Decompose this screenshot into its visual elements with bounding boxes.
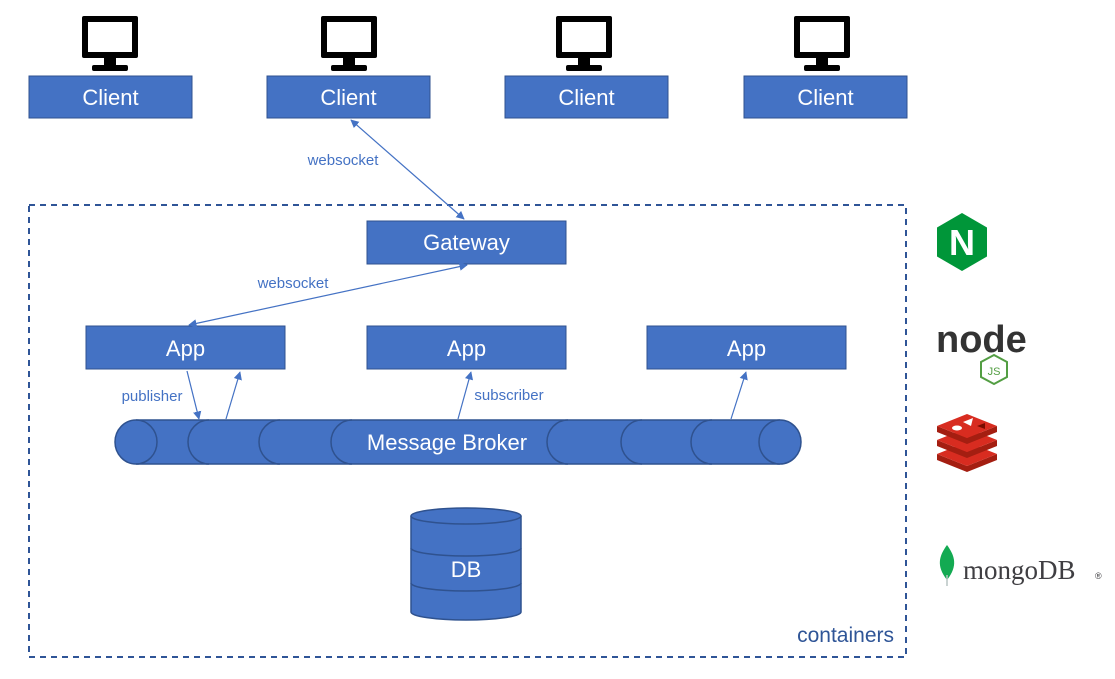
broker-segment	[258, 419, 281, 465]
subscriber-edge-label: subscriber	[474, 387, 543, 404]
client-label: Client	[320, 85, 376, 110]
nginx-logo-icon: N	[937, 213, 987, 271]
mongodb-logo-text: mongoDB	[963, 555, 1076, 585]
mongodb-registered-mark: ®	[1095, 571, 1102, 581]
broker-pipe-left-cap	[114, 419, 158, 465]
gateway-label: Gateway	[423, 230, 510, 255]
app-label: App	[727, 336, 766, 361]
app-node-1: App	[85, 325, 286, 370]
nodejs-logo-icon: node JS	[936, 319, 1027, 386]
app-box	[646, 325, 847, 370]
client-box	[28, 75, 193, 119]
gateway-app-connector	[188, 262, 468, 328]
broker-segment	[187, 419, 210, 465]
redis-logo-icon	[937, 414, 997, 472]
client-node-3: Client	[504, 16, 669, 119]
subscriber-connector	[457, 371, 474, 420]
computer-monitor-icon	[82, 16, 138, 71]
mongodb-logo-icon: mongoDB ®	[939, 545, 1102, 586]
computer-monitor-icon	[794, 16, 850, 71]
broker-segment	[546, 419, 569, 465]
nginx-logo-letter: N	[949, 222, 975, 263]
app-box	[366, 325, 567, 370]
gateway-app-edge-label: websocket	[257, 275, 330, 292]
db-label: DB	[451, 557, 482, 582]
client-box	[743, 75, 908, 119]
app-node-2: App	[366, 325, 567, 370]
computer-monitor-icon	[556, 16, 612, 71]
app-box	[85, 325, 286, 370]
computer-monitor-icon	[321, 16, 377, 71]
client-gateway-edge-label: websocket	[307, 152, 380, 169]
containers-boundary	[28, 204, 907, 658]
client-box	[266, 75, 431, 119]
broker-segment	[330, 419, 353, 465]
client-gateway-connector	[350, 119, 465, 220]
nodejs-badge: JS	[988, 366, 1001, 378]
client-node-4: Client	[743, 16, 908, 119]
broker-segment	[620, 419, 643, 465]
app-label: App	[447, 336, 486, 361]
client-label: Client	[82, 85, 138, 110]
app-node-3: App	[646, 325, 847, 370]
db-cylinder-top	[410, 507, 522, 525]
broker-to-app3-connector	[730, 371, 748, 420]
client-node-1: Client	[28, 16, 193, 119]
broker-label: Message Broker	[367, 430, 527, 455]
client-label: Client	[558, 85, 614, 110]
client-label: Client	[797, 85, 853, 110]
broker-segment	[690, 419, 713, 465]
gateway-node: Gateway	[366, 220, 567, 265]
publisher-edge-label: publisher	[122, 388, 183, 405]
client-box	[504, 75, 669, 119]
client-node-2: Client	[266, 16, 431, 119]
publisher-connector	[186, 370, 202, 420]
message-broker: Message Broker	[114, 419, 802, 465]
containers-label: containers	[797, 624, 894, 647]
broker-pipe-right-cap	[758, 419, 802, 465]
database-node: DB	[410, 507, 522, 621]
app-label: App	[166, 336, 205, 361]
nodejs-logo-text: node	[936, 319, 1027, 361]
broker-pipe-body	[136, 420, 780, 464]
broker-to-app1-connector	[225, 371, 242, 420]
db-cylinder-body	[410, 516, 522, 621]
